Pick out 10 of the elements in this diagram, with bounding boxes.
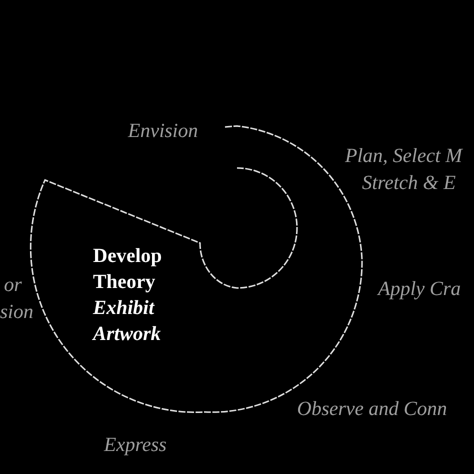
stage-label: sion bbox=[0, 300, 34, 325]
stage-label: Apply Cra bbox=[378, 277, 461, 302]
stage-label: Express bbox=[104, 433, 167, 458]
center-label: Exhibit Artwork bbox=[93, 296, 162, 347]
stage-label: Observe and Conn bbox=[297, 397, 447, 422]
stage-label: or bbox=[4, 273, 22, 298]
stage-label: Stretch & E bbox=[362, 171, 456, 196]
stage-label: Plan, Select M bbox=[345, 144, 462, 169]
stage-label: Envision bbox=[128, 119, 198, 144]
center-label: Develop Theory bbox=[93, 244, 163, 295]
